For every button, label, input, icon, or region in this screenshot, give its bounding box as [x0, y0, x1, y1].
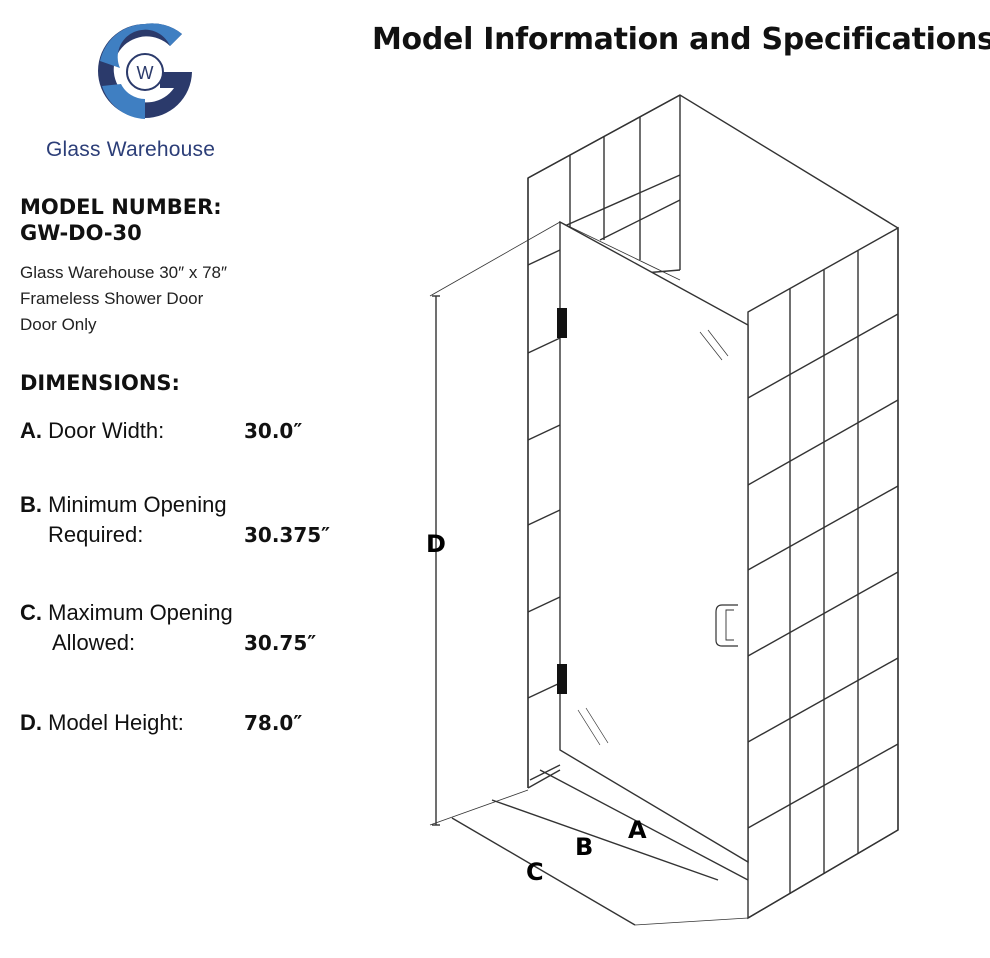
- dimension-a-label: A: [628, 816, 647, 844]
- lower-hinge: [557, 664, 567, 694]
- dimension-value: 78.0″: [244, 711, 303, 735]
- dimensions-heading: DIMENSIONS:: [20, 371, 180, 395]
- dimension-value: 30.75″: [244, 631, 317, 655]
- dimension-label-line2: Allowed:: [52, 630, 136, 655]
- dimension-b-label: B: [575, 833, 593, 861]
- dimension-letter: D.: [20, 710, 42, 735]
- logo-letter: W: [137, 63, 154, 83]
- dimension-label: Minimum Opening: [48, 492, 227, 517]
- dimension-d: D. Model Height: 78.0″: [20, 708, 302, 738]
- logo-wordmark: Glass Warehouse: [46, 138, 216, 161]
- model-number-label: MODEL NUMBER:: [20, 195, 222, 219]
- dimension-letter: B.: [20, 492, 42, 517]
- dimension-a: A. Door Width: 30.0″: [20, 416, 302, 446]
- model-number-value: GW-DO-30: [20, 221, 142, 245]
- description-line: Glass Warehouse 30″ x 78″: [20, 263, 228, 282]
- model-description: Glass Warehouse 30″ x 78″ Frameless Show…: [20, 260, 227, 338]
- dimension-letter: C.: [20, 600, 42, 625]
- upper-hinge: [557, 308, 567, 338]
- shower-door-diagram: D A B C: [426, 94, 899, 926]
- description-line: Frameless Shower Door: [20, 289, 204, 308]
- dimension-label: Door Width:: [48, 418, 165, 443]
- page-title: Model Information and Specifications: [372, 22, 990, 57]
- dimension-value: 30.375″: [244, 523, 331, 547]
- dimension-label: Maximum Opening: [48, 600, 233, 625]
- dimension-d-label: D: [426, 530, 446, 558]
- dimension-c-label: C: [526, 858, 544, 886]
- dimension-label: Model Height:: [48, 710, 184, 735]
- dimension-b: B. Minimum Opening Required: 30.375″: [20, 490, 330, 547]
- dimension-c: C. Maximum Opening Allowed: 30.75″: [20, 598, 316, 655]
- dimension-letter: A.: [20, 418, 42, 443]
- dimension-label-line2: Required:: [48, 522, 144, 547]
- description-line: Door Only: [20, 315, 97, 334]
- glass-warehouse-logo-icon: W: [98, 23, 192, 119]
- brand-logo: W Glass Warehouse: [30, 10, 270, 161]
- dimension-value: 30.0″: [244, 419, 303, 443]
